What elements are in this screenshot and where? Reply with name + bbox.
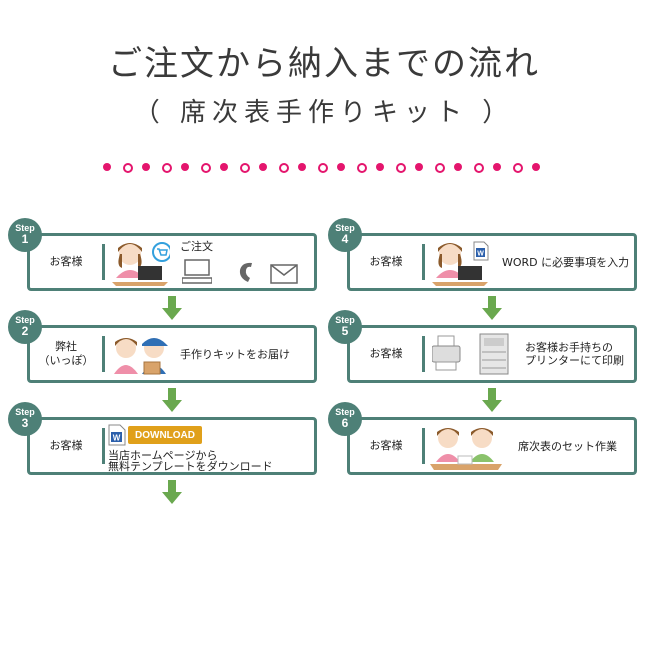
step-6-badge: Step 6 [328, 402, 362, 436]
step-5-card: お客様 お客様お手持ちの プリンターにて印刷 [347, 325, 637, 383]
down-arrow-icon [482, 296, 502, 320]
step-1-badge: Step 1 [8, 218, 42, 252]
decorative-dot-divider [103, 163, 547, 175]
decorative-dot [415, 163, 423, 171]
printer-icon [432, 333, 509, 375]
step-1-actor: お客様 [49, 255, 83, 268]
decorative-dot [337, 163, 345, 171]
step-2-badge: Step 2 [8, 310, 42, 344]
decorative-dot [259, 163, 267, 171]
decorative-dot [473, 163, 484, 173]
phone-icon [239, 262, 252, 282]
step-5-badge: Step 5 [328, 310, 362, 344]
step-3-text-line1: 当店ホームページから [108, 449, 218, 462]
step-4-card: お客様 W WORD に必要事項を入力 [347, 233, 637, 291]
down-arrow-icon [162, 480, 182, 504]
page-subtitle: （ 席次表手作りキット ） [133, 98, 515, 128]
customer-at-computer-illustration [112, 242, 170, 286]
decorative-dot [161, 163, 172, 173]
separator [102, 428, 105, 464]
step-1-text: ご注文 [180, 240, 213, 253]
step-4-actor: お客様 [369, 255, 403, 268]
computer-icon [182, 259, 212, 284]
step-6-text: 席次表のセット作業 [518, 440, 617, 453]
svg-text:W: W [477, 251, 484, 258]
couple-crafting-illustration [430, 428, 502, 470]
decorative-dot [434, 163, 445, 173]
decorative-dot [356, 163, 367, 173]
step-2-card: 弊社 （いっぽ） 手作りキットをお届け [27, 325, 317, 383]
page-title: ご注文から納入までの流れ [108, 44, 540, 84]
decorative-dot [220, 163, 228, 171]
decorative-dot [532, 163, 540, 171]
step-5-text-line2: プリンターにて印刷 [525, 354, 624, 367]
step-5-text-line1: お客様お手持ちの [525, 341, 613, 354]
separator [422, 428, 425, 464]
decorative-dot [181, 163, 189, 171]
download-button[interactable]: DOWNLOAD [128, 426, 202, 444]
step-3-actor: お客様 [49, 439, 83, 452]
separator [102, 336, 105, 372]
svg-text:W: W [113, 434, 121, 443]
step-6-actor: お客様 [369, 439, 403, 452]
decorative-dot [493, 163, 501, 171]
step-1-card: お客様 ご注文 [27, 233, 317, 291]
step-5-actor: お客様 [369, 347, 403, 360]
step-3-card: お客様 W DOWNLOAD 当店ホームページから 無料テンプレートをダウンロー… [27, 417, 317, 475]
decorative-dot [142, 163, 150, 171]
customer-at-computer-illustration: W [432, 241, 489, 286]
step-2-actor: 弊社 （いっぽ） [38, 340, 94, 367]
delivery-staff-illustration [114, 338, 168, 375]
decorative-dot [512, 163, 523, 173]
step-2-text: 手作りキットをお届け [180, 348, 290, 361]
word-icon: W [108, 424, 126, 446]
decorative-dot [103, 163, 111, 171]
decorative-dot [239, 163, 250, 173]
decorative-dot [298, 163, 306, 171]
down-arrow-icon [162, 296, 182, 320]
step-3-badge: Step 3 [8, 402, 42, 436]
separator [102, 244, 105, 280]
decorative-dot [278, 163, 289, 173]
separator [422, 336, 425, 372]
step-4-badge: Step 4 [328, 218, 362, 252]
step-4-text: WORD に必要事項を入力 [502, 256, 630, 269]
decorative-dot [317, 163, 328, 173]
decorative-dot [376, 163, 384, 171]
decorative-dot [454, 163, 462, 171]
decorative-dot [395, 163, 406, 173]
down-arrow-icon [162, 388, 182, 412]
mail-icon [270, 264, 298, 284]
decorative-dot [200, 163, 211, 173]
separator [422, 244, 425, 280]
step-6-card: お客様 席次表のセット作業 [347, 417, 637, 475]
step-3-text-line2: 無料テンプレートをダウンロード [108, 460, 273, 473]
down-arrow-icon [482, 388, 502, 412]
decorative-dot [122, 163, 133, 173]
